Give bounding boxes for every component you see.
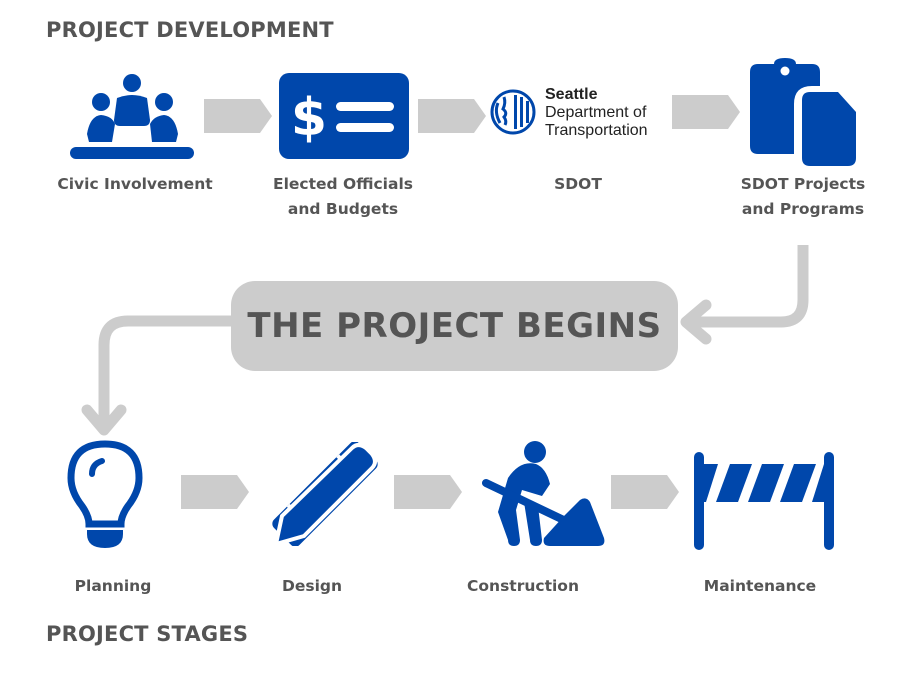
label-planning: Planning — [74, 577, 152, 595]
label-line: and Budgets — [287, 200, 399, 218]
people-meeting-icon — [70, 74, 194, 159]
budget-card-icon: $ — [279, 73, 409, 159]
label-construction: Construction — [467, 577, 579, 595]
tags-icon — [750, 58, 856, 166]
label-elected-officials-budgets: Elected Officials and Budgets — [253, 172, 433, 222]
label-maintenance: Maintenance — [703, 577, 817, 595]
section-title-project-stages: PROJECT STAGES — [46, 622, 249, 646]
project-begins-box: THE PROJECT BEGINS — [231, 281, 678, 371]
sdot-logo-line: Department of — [545, 104, 647, 121]
label-design: Design — [281, 577, 343, 595]
sdot-logo-line: Seattle — [545, 86, 598, 103]
worker-shovel-icon — [482, 441, 605, 546]
label-sdot-projects-programs: SDOT Projects and Programs — [713, 172, 893, 222]
chevron-arrow-icon — [611, 475, 679, 509]
seattle-seal-logo-icon — [490, 89, 536, 135]
label-line: SDOT Projects — [740, 175, 866, 193]
barricade-icon — [694, 452, 834, 550]
chevron-arrow-icon — [672, 95, 740, 129]
section-title-project-development: PROJECT DEVELOPMENT — [46, 18, 334, 42]
sdot-logo-text: Seattle Department of Transportation — [545, 86, 648, 140]
svg-text:$: $ — [291, 88, 327, 148]
label-line: and Programs — [741, 200, 865, 218]
pencil-ruler-icon — [272, 442, 378, 546]
label-civic-involvement: Civic Involvement — [57, 175, 213, 193]
chevron-arrow-icon — [418, 99, 486, 133]
chevron-arrow-icon — [204, 99, 272, 133]
chevron-arrow-icon — [394, 475, 462, 509]
sdot-logo-line: Transportation — [545, 122, 648, 139]
chevron-arrow-icon — [181, 475, 249, 509]
label-sdot: SDOT — [554, 175, 602, 193]
label-line: Elected Officials — [273, 175, 413, 193]
lightbulb-icon — [67, 440, 143, 548]
